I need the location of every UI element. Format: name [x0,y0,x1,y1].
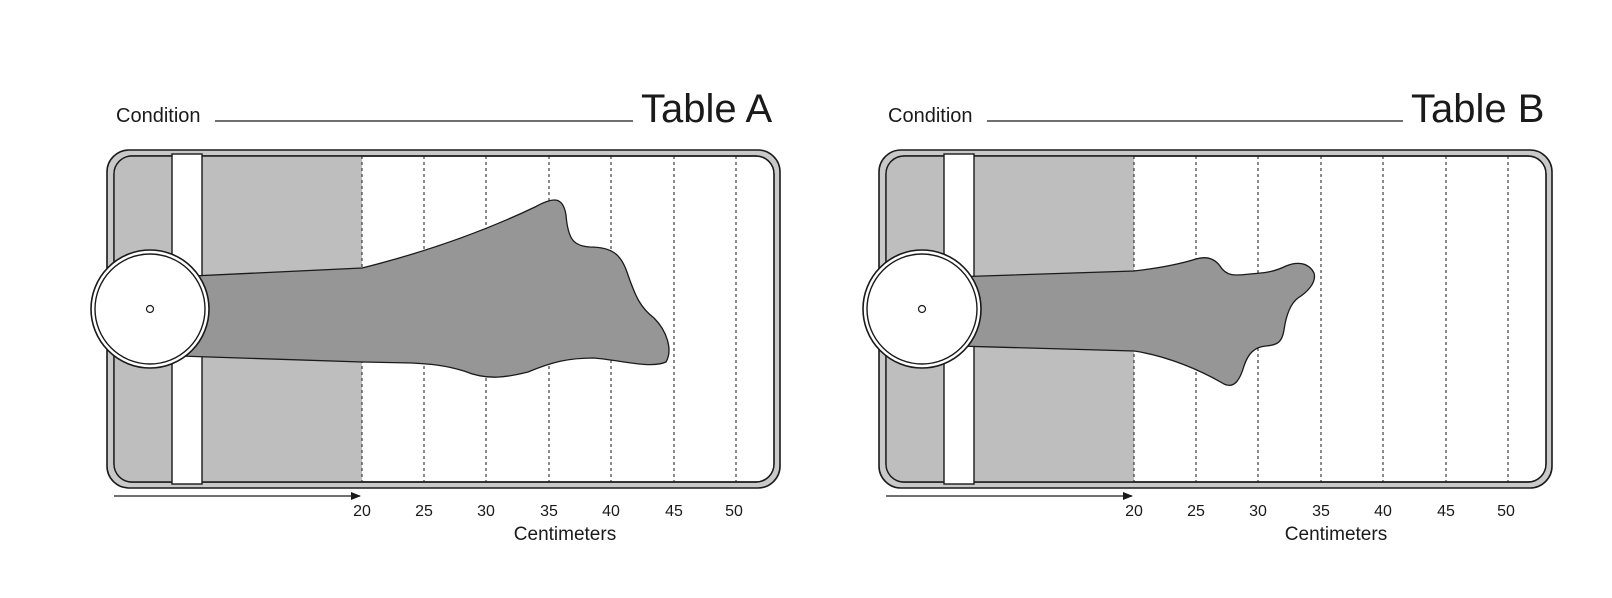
tick-label: 35 [1312,503,1330,520]
tick-label: 20 [353,503,371,520]
tick-label: 45 [665,503,683,520]
spread-shape [921,257,1316,386]
tick-label: 40 [602,503,620,520]
condition-label: Condition [888,105,973,127]
tick-label: 40 [1374,503,1392,520]
tick-label: 45 [1437,503,1455,520]
tick-label: 50 [1497,503,1515,520]
tick-label: 35 [540,503,558,520]
table-title: Table A [641,87,773,131]
tick-label: 25 [1187,503,1205,520]
axis-label: Centimeters [1285,524,1387,545]
table-a-panel: Condition Table A 20 25 30 [90,87,781,545]
tick-label: 30 [477,503,495,520]
origin-point [917,304,927,314]
table-title: Table B [1411,87,1544,131]
tick-label: 30 [1249,503,1267,520]
table-b-panel: Condition Table B 20 25 30 [862,87,1553,545]
axis-label: Centimeters [514,524,616,545]
tick-label: 25 [415,503,433,520]
spread-shape [149,199,670,378]
tick-label: 50 [725,503,743,520]
condition-label: Condition [116,105,201,127]
origin-point [145,304,155,314]
tick-label: 20 [1125,503,1143,520]
